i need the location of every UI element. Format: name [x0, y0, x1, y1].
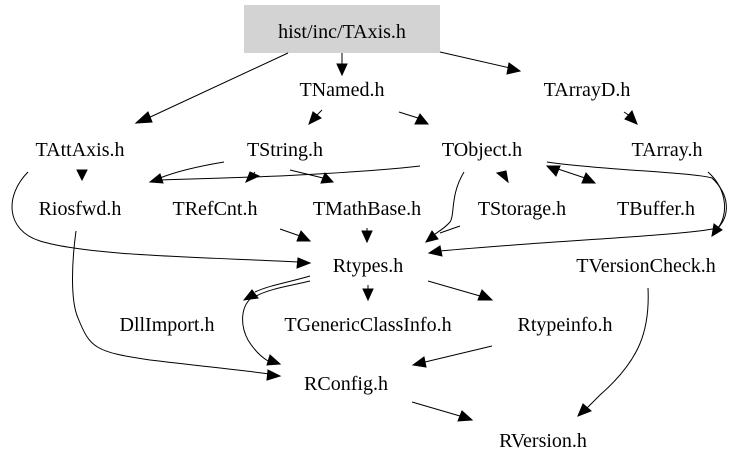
edge-tobject-riosfwd	[157, 165, 421, 181]
arrowhead-dllimport	[242, 289, 259, 301]
arrowhead-tstorage	[495, 170, 509, 184]
edge-rtypes-dllimport	[254, 275, 311, 293]
arrowhead-rtypeinfo	[477, 289, 494, 301]
node-taxis[interactable]: hist/inc/TAxis.h	[278, 21, 406, 43]
node-tversioncheck[interactable]: TVersionCheck.h	[576, 255, 715, 277]
arrowhead-rtypes-from-tobject	[425, 230, 439, 243]
node-tarrayd[interactable]: TArrayD.h	[544, 79, 631, 101]
node-tstorage[interactable]: TStorage.h	[478, 198, 566, 220]
edge-trefcnt-rtypes	[279, 228, 301, 237]
node-tmathbase[interactable]: TMathBase.h	[313, 198, 421, 220]
arrowhead-rtypes-from-tattaxis	[296, 257, 312, 269]
arrowhead-riosfwd-from-tstring	[148, 173, 164, 184]
edge-tobject-rtypes	[431, 171, 465, 237]
edge-taxis-tarrayd	[439, 51, 511, 69]
arrowhead-trefcnt	[245, 171, 261, 183]
edge-tstring-tmathbase	[289, 169, 324, 179]
node-rtypeinfo[interactable]: Rtypeinfo.h	[518, 314, 613, 336]
edge-rtypes-rconfig	[242, 295, 269, 362]
arrowhead-tnamed	[336, 63, 348, 77]
arrowhead-tobject	[414, 113, 430, 125]
arrowhead-tbuffer	[581, 172, 597, 184]
edge-tversioncheck-rversion	[586, 287, 649, 409]
arrowhead-rtypes-from-tmathbase	[361, 230, 373, 244]
node-tstring[interactable]: TString.h	[247, 139, 323, 161]
edge-tarray-rtypes	[439, 171, 726, 252]
edge-rtypes-dllimport-2	[255, 280, 311, 297]
node-tgenericclassinfo[interactable]: TGenericClassInfo.h	[284, 314, 451, 336]
arrowhead-rconfig-from-rtypes	[266, 354, 282, 366]
arrowhead-rconfig-from-riosfwd	[266, 369, 282, 381]
arrowhead-rtypes-from-trefcnt	[296, 230, 312, 242]
edge-tnamed-tobject	[398, 111, 419, 119]
edge-tstorage-rtypes	[439, 225, 461, 234]
node-riosfwd[interactable]: Riosfwd.h	[39, 198, 122, 220]
node-tarray[interactable]: TArray.h	[632, 139, 703, 161]
edge-rtypes-rtypeinfo	[427, 280, 481, 297]
node-rversion[interactable]: RVersion.h	[499, 430, 587, 452]
arrowhead-tstring	[308, 111, 322, 125]
arrowhead-rtypes-from-tarray	[427, 245, 443, 257]
arrowhead-rconfig-from-rtypeinfo	[411, 356, 427, 368]
node-tnamed[interactable]: TNamed.h	[300, 79, 385, 101]
edges	[11, 51, 727, 422]
arrowhead-tarrayd	[506, 62, 522, 75]
node-rconfig[interactable]: RConfig.h	[304, 373, 388, 395]
root-node-box	[244, 5, 440, 53]
node-labels: hist/inc/TAxis.h TNamed.h TArrayD.h TAtt…	[36, 21, 716, 452]
arrowhead-rversion-from-tversioncheck	[577, 403, 592, 417]
node-trefcnt[interactable]: TRefCnt.h	[173, 198, 258, 220]
edge-rtypeinfo-rconfig	[424, 345, 493, 363]
arrowhead-tarray	[624, 110, 638, 125]
node-tattaxis[interactable]: TAttAxis.h	[36, 139, 125, 161]
arrowhead-tmathbase	[320, 172, 335, 184]
arrowhead-tobject-from-tbuffer	[545, 165, 561, 177]
edge-riosfwd-rconfig	[72, 230, 271, 375]
edge-tobject-tbuffer	[554, 167, 586, 179]
arrowhead-riosfwd-from-tattaxis	[76, 169, 88, 182]
arrowhead-tversioncheck	[711, 223, 723, 237]
edge-tstring-riosfwd	[159, 161, 225, 179]
node-dllimport[interactable]: DllImport.h	[120, 314, 215, 336]
arrowhead-rversion-from-rconfig	[457, 410, 474, 422]
edge-rconfig-rversion	[411, 401, 461, 417]
arrowhead-tgenericclassinfo	[362, 288, 374, 302]
edge-tobject-tversioncheck	[546, 161, 727, 229]
arrowhead-tattaxis	[134, 111, 153, 124]
node-tobject[interactable]: TObject.h	[442, 139, 522, 161]
node-rtypes[interactable]: Rtypes.h	[333, 255, 404, 277]
edge-tattaxis-rtypes	[11, 171, 301, 263]
edge-taxis-tattaxis	[145, 52, 289, 120]
node-tbuffer[interactable]: TBuffer.h	[617, 198, 695, 220]
